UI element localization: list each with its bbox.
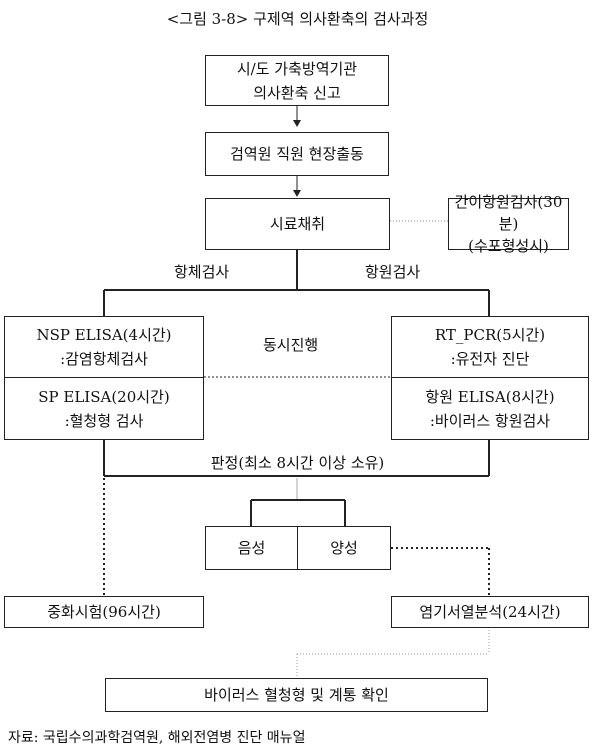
- antigen-elisa-line-1: 항원 ELISA(8시간): [425, 387, 555, 406]
- report-line-2: 의사환축 신고: [253, 83, 341, 102]
- arrowhead-2: [293, 190, 301, 197]
- sp-elisa-line-1: SP ELISA(20시간): [38, 387, 170, 406]
- neutralization-box: 중화시험(96시간): [4, 596, 204, 628]
- antigen-elisa-box: 항원 ELISA(8시간) :바이러스 항원검사: [391, 377, 589, 440]
- dispatch-label: 검역원 직원 현장출동: [230, 145, 364, 163]
- sp-elisa-box: SP ELISA(20시간) :혈청형 검사: [4, 377, 204, 440]
- antibody-test-label: 항체검사: [174, 263, 230, 281]
- report-box: 시/도 가축방역기관 의사환축 신고: [205, 55, 389, 106]
- neutralization-label: 중화시험(96시간): [47, 603, 161, 621]
- rt-pcr-box: RT_PCR(5시간) :유전자 진단: [391, 316, 589, 378]
- figure-title: <그림 3-8> 구제역 의사환축의 검사과정: [166, 10, 429, 28]
- rapid-test-line-2: (수포형성시): [468, 237, 549, 255]
- final-box: 바이러스 혈청형 및 계통 확인: [105, 678, 488, 712]
- simultaneous-label: 동시진행: [263, 336, 319, 354]
- rapid-test-line-1: 간이항원검사(30분): [454, 193, 563, 233]
- sequencing-label: 염기서열분석(24시간): [419, 603, 561, 621]
- sampling-label: 시료채취: [269, 215, 326, 233]
- nsp-elisa-line-1: NSP ELISA(4시간): [36, 326, 172, 344]
- rt-pcr-line-1: RT_PCR(5시간): [434, 326, 546, 344]
- antigen-test-label: 항원검사: [365, 263, 421, 281]
- report-line-1: 시/도 가축방역기관: [236, 59, 358, 78]
- arrowhead-1: [293, 120, 301, 127]
- sp-elisa-line-2: :혈청형 검사: [64, 411, 144, 430]
- sequencing-box: 염기서열분석(24시간): [391, 596, 589, 628]
- nsp-elisa-line-2: :감염항체검사: [60, 350, 148, 368]
- negative-label: 음성: [237, 539, 266, 557]
- nsp-elisa-box: NSP ELISA(4시간) :감염항체검사: [4, 316, 204, 378]
- judgment-label: 판정(최소 8시간 이상 소유): [210, 454, 385, 472]
- dispatch-box: 검역원 직원 현장출동: [205, 132, 389, 176]
- antigen-elisa-line-2: :바이러스 항원검사: [429, 411, 551, 430]
- positive-label: 양성: [330, 539, 358, 557]
- negative-box: 음성: [205, 526, 298, 570]
- final-label: 바이러스 혈청형 및 계통 확인: [204, 686, 389, 704]
- rt-pcr-line-2: :유전자 진단: [450, 350, 530, 368]
- positive-box: 양성: [297, 526, 391, 570]
- rapid-test-box: 간이항원검사(30분) (수포형성시): [448, 193, 569, 255]
- source-caption: 자료: 국립수의과학검역원, 해외전염병 진단 매뉴얼: [8, 730, 306, 746]
- sampling-box: 시료채취: [205, 198, 390, 250]
